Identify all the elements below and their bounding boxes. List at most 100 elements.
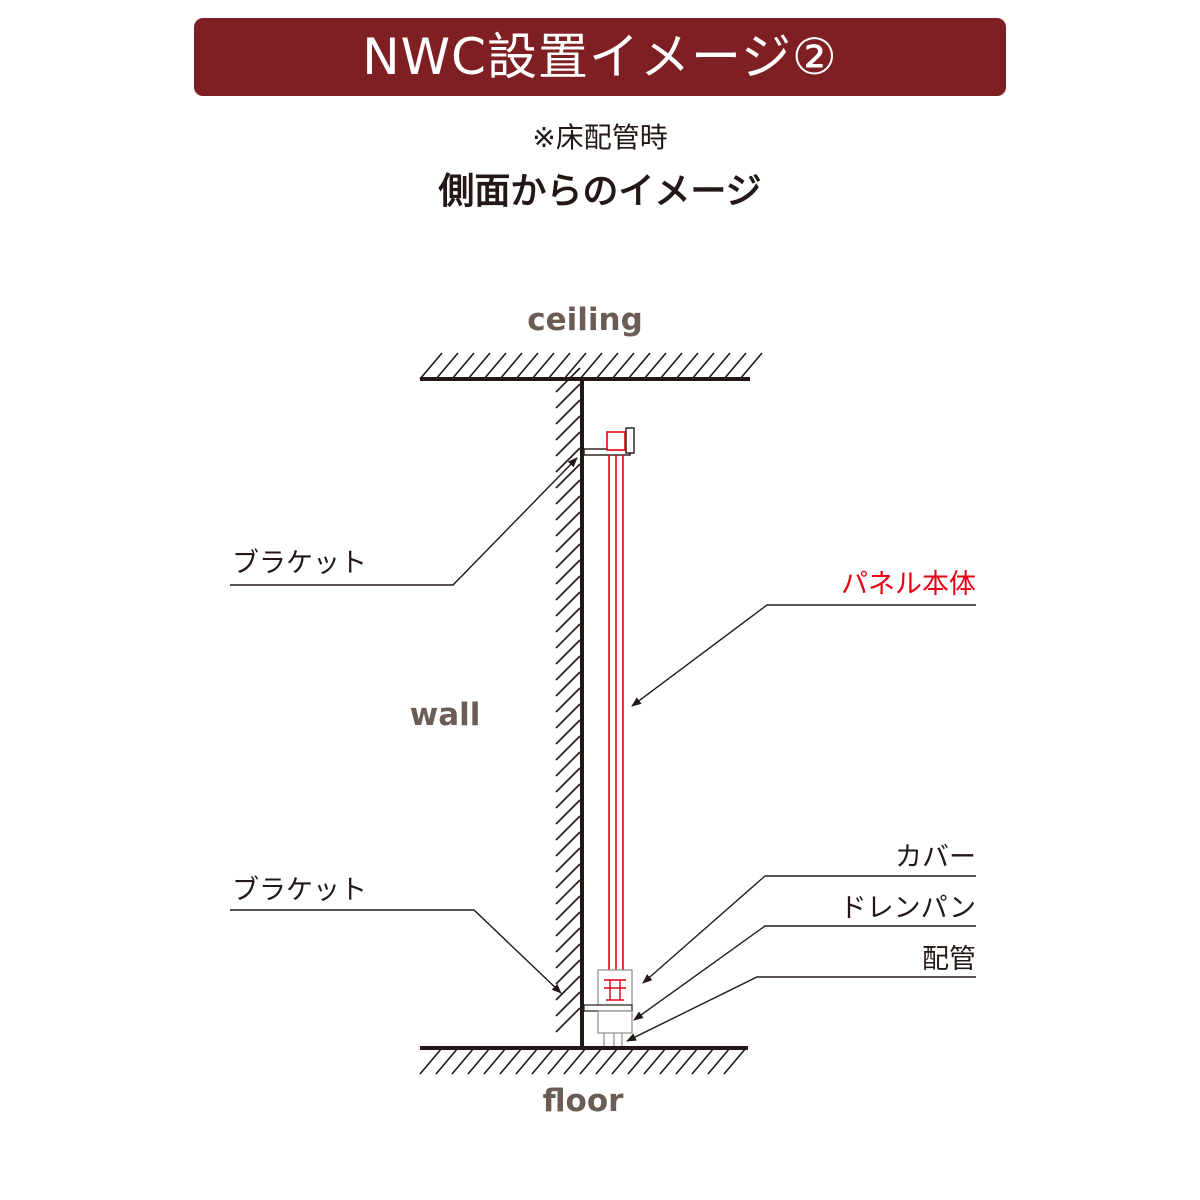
hatch-line — [483, 352, 507, 380]
hatch-line — [547, 1047, 571, 1075]
hatch-line — [499, 1047, 523, 1075]
hatch-line — [555, 735, 581, 761]
page-title: NWC設置イメージ② — [362, 28, 838, 86]
hatch-line — [555, 687, 581, 713]
hatch-line — [643, 352, 667, 380]
hatch-line — [555, 383, 581, 409]
hatch-line — [555, 463, 581, 489]
hatch-line — [555, 399, 581, 425]
hatch-line — [555, 703, 581, 729]
hatch-line — [435, 352, 459, 380]
hatch-line — [555, 479, 581, 505]
hatch-line — [739, 352, 763, 380]
hatch-line — [555, 559, 581, 585]
hatch-line — [555, 623, 581, 649]
piping-note: ※床配管時 — [532, 121, 668, 154]
hatch-line — [707, 352, 731, 380]
hatch-line — [659, 352, 683, 380]
leader-drain-pan — [633, 925, 976, 1021]
hatch-line — [579, 352, 603, 380]
drain-pan-outline — [604, 979, 626, 1001]
hatch-line — [419, 352, 443, 380]
hatch-line — [691, 352, 715, 380]
cover-label: カバー — [895, 842, 976, 873]
hatch-line — [579, 1047, 603, 1075]
leader-bottom-bracket — [230, 909, 562, 994]
hatch-line — [515, 352, 539, 380]
hatch-line — [531, 352, 555, 380]
hatch-line — [555, 847, 581, 873]
hatch-line — [555, 607, 581, 633]
view-subtitle: 側面からのイメージ — [438, 171, 762, 212]
wall-label: wall — [410, 697, 481, 733]
ceiling-hatching — [419, 352, 763, 380]
hatch-line — [627, 1047, 651, 1075]
hatch-line — [691, 1047, 715, 1075]
hatch-line — [611, 1047, 635, 1075]
hatch-line — [451, 1047, 475, 1075]
hatch-line — [627, 352, 651, 380]
hatch-line — [555, 415, 581, 441]
wall-structure — [555, 367, 584, 1048]
drain-pan-label: ドレンパン — [840, 893, 976, 924]
hatch-line — [555, 367, 581, 393]
hatch-line — [419, 1047, 443, 1075]
bottom-assembly — [583, 969, 633, 1046]
leader-cover — [642, 875, 976, 984]
piping — [603, 1033, 623, 1046]
hatch-line — [723, 352, 747, 380]
hatch-line — [555, 543, 581, 569]
drain-pan — [597, 1010, 633, 1034]
leader-panel — [631, 604, 976, 707]
hatch-line — [563, 1047, 587, 1075]
hatch-line — [555, 527, 581, 553]
hatch-line — [555, 495, 581, 521]
hatch-line — [555, 927, 581, 953]
bracket-top-label: ブラケット — [232, 548, 367, 579]
ceiling-label: ceiling — [527, 302, 643, 338]
hatch-line — [435, 1047, 459, 1075]
hatch-line — [555, 991, 581, 1017]
hatch-line — [555, 655, 581, 681]
hatch-line — [563, 352, 587, 380]
hatch-line — [555, 719, 581, 745]
hatch-line — [723, 1047, 747, 1075]
ceiling-structure — [419, 352, 763, 381]
bottom-bracket — [583, 1004, 633, 1012]
hatch-line — [555, 831, 581, 857]
hatch-line — [555, 895, 581, 921]
hatch-line — [555, 943, 581, 969]
piping-label: 配管 — [922, 944, 976, 975]
hatch-line — [555, 959, 581, 985]
hatch-line — [467, 352, 491, 380]
leader-piping — [626, 976, 976, 1042]
hatch-line — [707, 1047, 731, 1075]
hatch-line — [555, 783, 581, 809]
hatch-line — [675, 352, 699, 380]
hatch-line — [611, 352, 635, 380]
hatch-line — [555, 431, 581, 457]
cover — [597, 969, 633, 1011]
hatch-line — [555, 639, 581, 665]
hatch-line — [555, 863, 581, 889]
hatch-line — [531, 1047, 555, 1075]
floor-hatching — [419, 1047, 747, 1075]
hatch-line — [555, 671, 581, 697]
hatch-line — [515, 1047, 539, 1075]
panel-label: パネル本体 — [841, 569, 976, 600]
hatch-line — [555, 911, 581, 937]
hatch-line — [555, 767, 581, 793]
hatch-line — [555, 751, 581, 777]
hatch-line — [659, 1047, 683, 1075]
hatch-line — [555, 975, 581, 1001]
hatch-line — [643, 1047, 667, 1075]
hatch-line — [555, 591, 581, 617]
hatch-line — [451, 352, 475, 380]
title-banner: NWC設置イメージ② — [194, 18, 1006, 96]
hatch-line — [499, 352, 523, 380]
wall-hatching — [555, 367, 581, 1033]
hatch-line — [555, 1007, 581, 1033]
hatch-line — [547, 352, 571, 380]
hatch-line — [555, 799, 581, 825]
